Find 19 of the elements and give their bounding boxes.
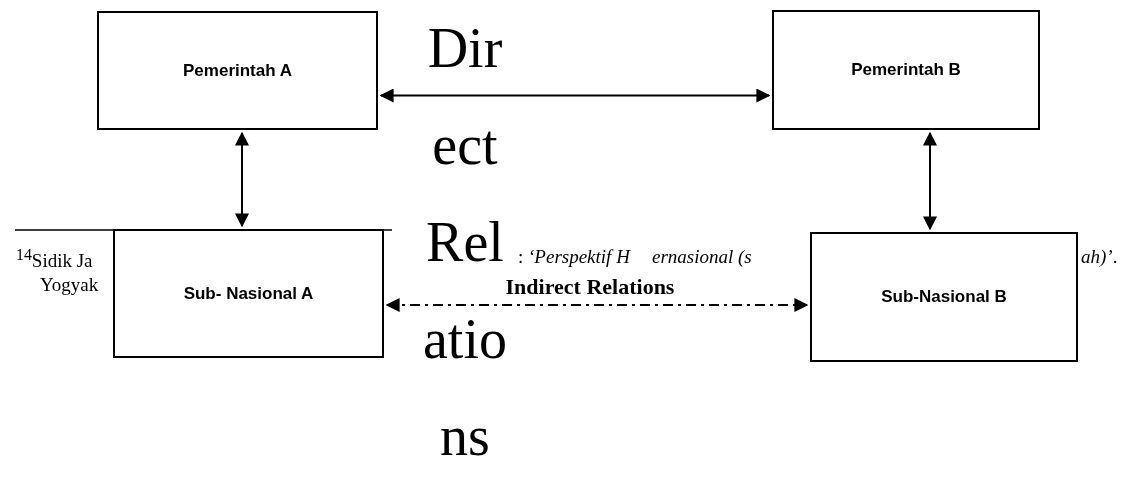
node-label: Sub-Nasional B xyxy=(880,286,1008,309)
node-label: Pemerintah B xyxy=(850,59,962,82)
edge-label: Direct Relations xyxy=(422,16,507,469)
footnote-text: ernasional (s xyxy=(652,246,752,268)
edge-label: Indirect Relations xyxy=(504,273,676,301)
footnote-text: Yogyak xyxy=(40,274,99,296)
node-label: Sub- Nasional A xyxy=(182,282,315,305)
process-box xyxy=(810,232,1078,362)
arrow xyxy=(923,131,937,231)
footnote-text: $^{14}$Sidik Ja xyxy=(16,246,93,273)
process-box xyxy=(113,229,384,358)
footnote-text: : ‘Perspektif H xyxy=(518,246,630,268)
arrow xyxy=(235,131,249,228)
process-box xyxy=(772,10,1040,130)
process-box xyxy=(97,11,378,130)
arrow xyxy=(385,298,809,312)
arrow xyxy=(379,88,771,103)
node-label: Pemerintah A xyxy=(182,59,293,82)
footnote-text: ah)’. xyxy=(1081,246,1118,268)
